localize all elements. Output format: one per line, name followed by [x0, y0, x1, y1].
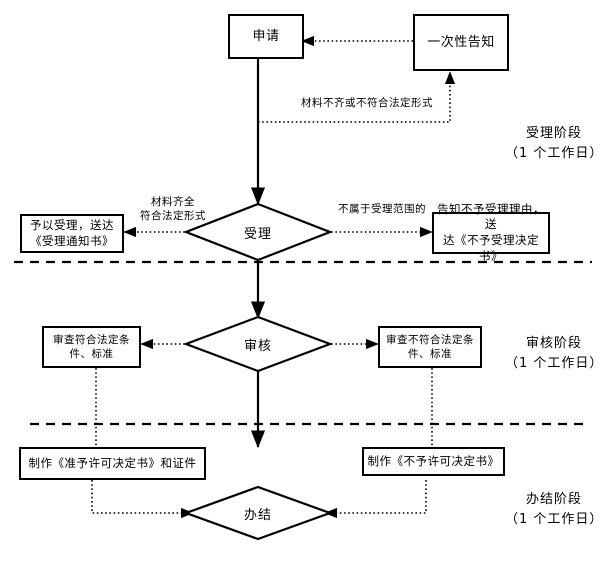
edge-permit-no-to-finish	[324, 480, 427, 519]
node-permit-granted[interactable]: 制作《准予许可决定书》和证件	[19, 447, 206, 480]
node-permit-granted-label: 制作《准予许可决定书》和证件	[28, 455, 197, 470]
node-permit-denied-label: 制作《不予许可决定书》	[367, 453, 500, 468]
diamond-review	[182, 315, 334, 373]
node-apply-label: 申请	[252, 28, 280, 44]
stage-caption-review: 审核阶段 （1 个工作日）	[505, 334, 603, 373]
node-accept-rejected[interactable]: 告知不予受理理由，送 达《不予受理决定书》	[432, 202, 550, 263]
stage-review-duration: （1 个工作日）	[505, 355, 604, 371]
edge-label-out-of-scope-text: 不属于受理范围的	[338, 203, 426, 215]
node-one-time-notice-label: 一次性告知	[427, 34, 495, 50]
stage-accept-name: 受理阶段	[525, 126, 582, 141]
stage-finish-name: 办结阶段	[525, 492, 582, 507]
diamond-finish	[182, 485, 334, 541]
edge-label-material-ok: 材料齐全 符合法定形式	[125, 196, 221, 223]
edge-permit-yes-to-finish	[91, 480, 194, 519]
edge-label-incomplete-material-text: 材料不齐或不符合法定形式	[301, 97, 433, 109]
node-accept-approved-line2: 《受理通知书》	[30, 233, 114, 248]
edge-label-material-ok-line1: 材料齐全	[151, 196, 195, 208]
node-review-noncompliant[interactable]: 审查不符合法定条 件、标准	[378, 326, 482, 368]
node-review-noncompliant-line2: 件、标准	[408, 348, 452, 360]
stage-finish-duration: （1 个工作日）	[505, 511, 604, 527]
edge-label-out-of-scope: 不属于受理范围的	[326, 203, 438, 217]
node-review-compliant-line1: 审查符合法定条	[53, 333, 130, 346]
edge-label-material-ok-line2: 符合法定形式	[140, 209, 206, 222]
edge-label-incomplete-material: 材料不齐或不符合法定形式	[282, 97, 452, 111]
node-accept-approved[interactable]: 予以受理，送达 《受理通知书》	[20, 214, 124, 253]
node-review-noncompliant-line1: 审查不符合法定条	[386, 333, 474, 346]
edge-apply-to-onetime	[258, 71, 456, 123]
node-apply[interactable]: 申请	[228, 14, 304, 59]
stage-caption-finish: 办结阶段 （1 个工作日）	[505, 490, 603, 529]
node-accept-rejected-line2: 达《不予受理决定书》	[443, 233, 539, 263]
node-review-compliant-line2: 件、标准	[69, 348, 114, 360]
stage-accept-duration: （1 个工作日）	[505, 145, 604, 161]
node-permit-denied[interactable]: 制作《不予许可决定书》	[362, 447, 505, 476]
stage-caption-accept: 受理阶段 （1 个工作日）	[505, 124, 603, 163]
node-one-time-notice[interactable]: 一次性告知	[413, 14, 509, 71]
node-review-compliant[interactable]: 审查符合法定条 件、标准	[42, 326, 141, 368]
diamond-accept	[182, 202, 334, 262]
node-accept-rejected-line1: 告知不予受理理由，送	[437, 201, 545, 232]
stage-review-name: 审核阶段	[525, 336, 582, 351]
node-accept-approved-line1: 予以受理，送达	[30, 217, 114, 232]
